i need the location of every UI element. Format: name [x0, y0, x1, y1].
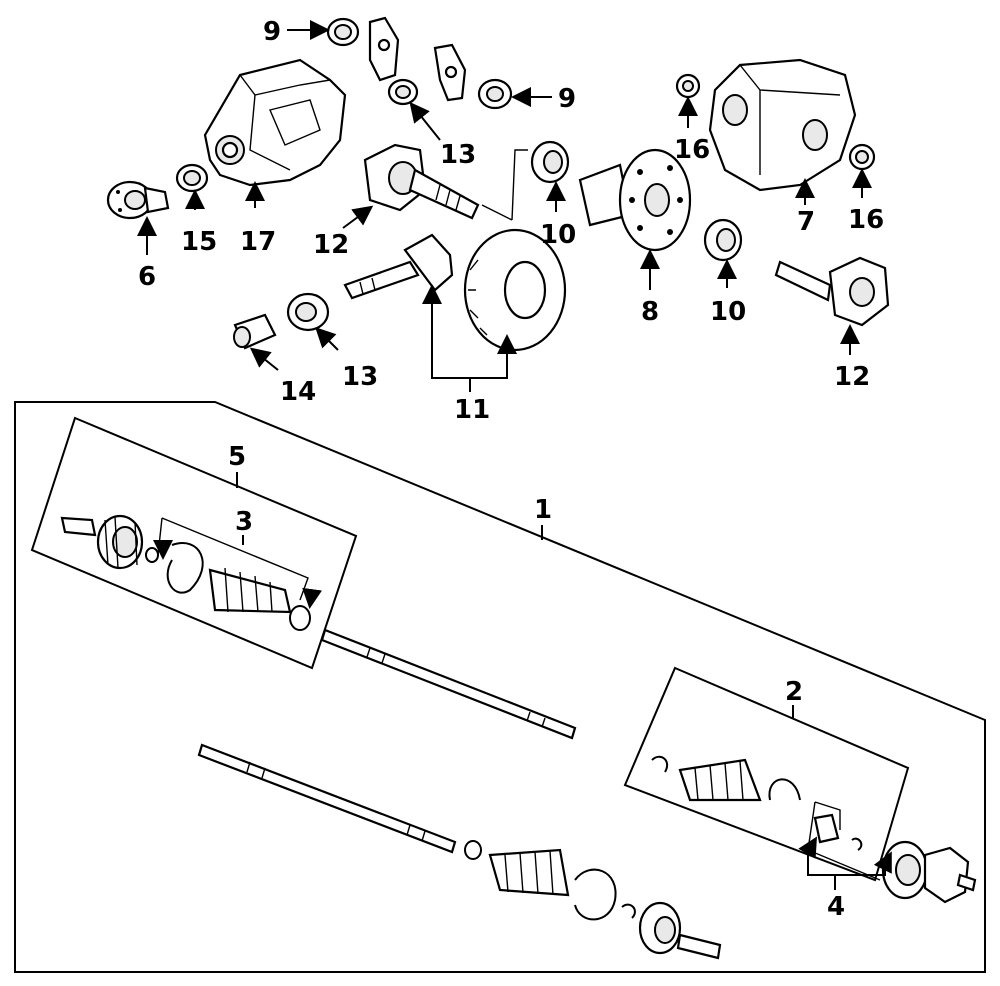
callout-10-upper: 10: [540, 220, 576, 250]
carrier-bearing-right: [703, 218, 743, 262]
callout-3: 3: [235, 507, 253, 537]
differential-carrier-housing: [203, 58, 347, 187]
callout-7: 7: [797, 207, 815, 237]
inner-cv-housing: [881, 840, 977, 904]
callout-14: 14: [280, 377, 316, 407]
side-bearing-upper-left: [326, 17, 360, 47]
callout-16-right: 16: [848, 205, 884, 235]
carrier-bearing-left: [530, 140, 570, 184]
callout-12-left: 12: [313, 230, 349, 260]
callout-2: 2: [785, 677, 803, 707]
companion-flange: [106, 180, 170, 220]
cv-boot-right: [678, 758, 762, 802]
ring-and-pinion-gear: [343, 228, 567, 352]
callout-13-lower: 13: [342, 362, 378, 392]
bearing-cap-left: [368, 16, 400, 82]
outer-cv-joint-left: [60, 514, 144, 570]
callout-15: 15: [181, 227, 217, 257]
side-bearing-upper-right: [477, 78, 513, 110]
outer-cv-joint-lower: [638, 901, 722, 960]
output-shaft-right: [774, 256, 890, 327]
differential-case: [578, 148, 692, 252]
callout-labels: 9 9 13 16 7 16 6 15 17 12 10 8 10 12 11 …: [138, 17, 884, 922]
callout-8: 8: [641, 297, 659, 327]
pinion-bearing-lower: [286, 292, 330, 332]
axle-shaft-lower: [197, 743, 457, 854]
bearing-cap-right: [433, 43, 467, 102]
callout-16-upper: 16: [674, 135, 710, 165]
pinion-bearing-upper: [387, 78, 419, 106]
snap-ring-lower: [464, 840, 482, 860]
callout-5: 5: [228, 442, 246, 472]
tripod-joint: [813, 813, 840, 844]
callout-17: 17: [240, 227, 276, 257]
differential-housing-cover: [708, 58, 857, 192]
callout-12-right: 12: [834, 362, 870, 392]
boot-clamp-small-lower: [621, 903, 636, 919]
callout-9-right: 9: [558, 84, 576, 114]
boot-clamp-large-lower: [574, 868, 617, 921]
callout-9-left: 9: [263, 17, 281, 47]
tripod-snap-ring: [851, 837, 863, 851]
cv-boot-lower: [488, 848, 570, 897]
callout-13-upper: 13: [440, 140, 476, 170]
snap-ring-left: [145, 547, 159, 563]
callout-10-lower: 10: [710, 297, 746, 327]
axle-shaft-upper: [320, 628, 577, 740]
callout-1: 1: [534, 495, 552, 525]
cv-joint-kit-inner-frame: [623, 666, 910, 882]
leader-lines: [137, 20, 892, 890]
axle-seal-right: [848, 143, 876, 171]
output-shaft-left: [363, 143, 480, 220]
cv-joint-kit-outer-frame: [30, 416, 358, 670]
axle-seal-upper: [675, 73, 701, 99]
callout-6: 6: [138, 262, 156, 292]
boot-clamp-small-left: [289, 605, 311, 631]
boot-clamp-small-right: [651, 755, 669, 773]
collapsible-spacer: [233, 313, 277, 350]
callout-11: 11: [454, 395, 490, 425]
axle-assembly-frame: [14, 401, 986, 973]
callout-4: 4: [827, 892, 845, 922]
cv-boot-left: [208, 567, 292, 614]
leader-10-bracket: [481, 149, 528, 221]
pinion-seal: [175, 163, 209, 193]
boot-clamp-large-right: [768, 778, 801, 801]
boot-clamp-large-left: [166, 542, 204, 594]
